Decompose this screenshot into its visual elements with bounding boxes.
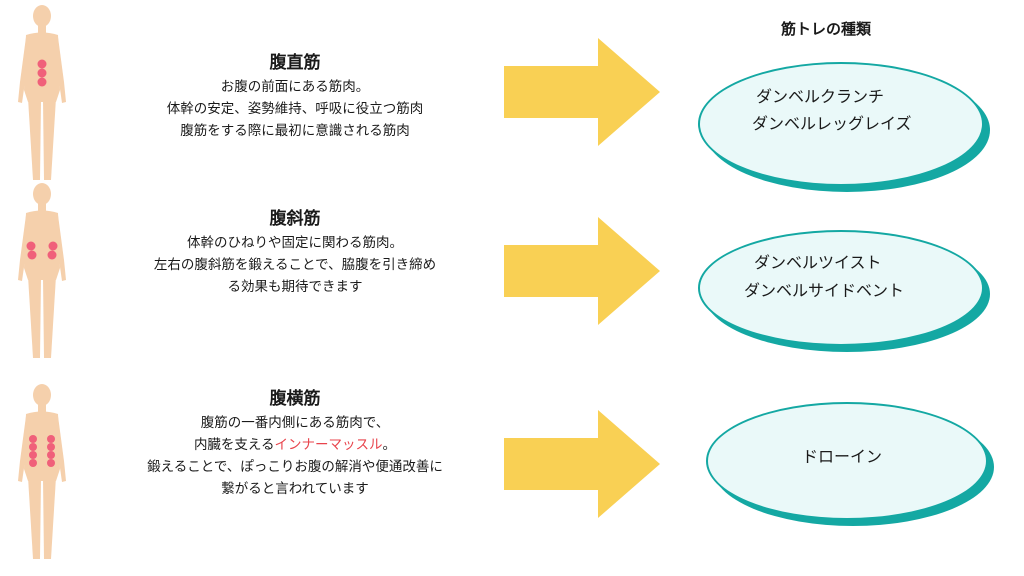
muscle-description-rectus: 腹直筋 お腹の前面にある筋肉。 体幹の安定、姿勢維持、呼吸に役立つ筋肉 腹筋をす… [115, 52, 475, 142]
exercise-label: ダンベルレッグレイズ [752, 114, 912, 133]
muscle-highlight-transversus [29, 435, 55, 467]
muscle-title: 腹横筋 [269, 389, 321, 409]
muscle-highlight-rectus [37, 59, 47, 87]
description-line-inner-muscle: 内臓を支えるインナーマッスル。 [193, 437, 397, 453]
arrow-right-icon [504, 38, 660, 146]
exercise-label: ダンベルサイドベント [744, 281, 905, 300]
description-line: 鍛えることで、ぽっこりお腹の解消や便通改善に [147, 459, 443, 475]
muscle-title: 腹直筋 [269, 53, 321, 73]
muscle-description-transversus: 腹横筋 腹筋の一番内側にある筋肉で、 内臓を支えるインナーマッスル。 鍛えること… [98, 388, 492, 500]
description-line: 繋がると言われています [221, 481, 369, 497]
exercise-label: ダンベルツイスト [754, 253, 882, 272]
description-line: る効果も期待できます [227, 279, 363, 295]
exercise-oval-rectus: ダンベルクランチ ダンベルレッグレイズ [698, 62, 990, 192]
arrow-right-icon [504, 410, 660, 518]
muscle-title: 腹斜筋 [269, 209, 321, 229]
description-line: 腹筋の一番内側にある筋肉で、 [200, 415, 390, 431]
arrow-right-icon [504, 217, 660, 325]
inner-muscle-highlight: インナーマッスル [274, 437, 383, 453]
muscle-description-obliques: 腹斜筋 体幹のひねりや固定に関わる筋肉。 左右の腹斜筋を鍛えることで、脇腹を引き… [105, 208, 485, 298]
body-figure-obliques [18, 183, 66, 358]
exercise-label: ダンベルクランチ [756, 87, 885, 106]
description-line: 体幹の安定、姿勢維持、呼吸に役立つ筋肉 [166, 101, 424, 117]
body-figure-transversus-abdominis [18, 384, 66, 559]
description-line: 腹筋をする際に最初に意識される筋肉 [180, 123, 410, 139]
description-line: お腹の前面にある筋肉。 [220, 79, 370, 95]
description-line: 体幹のひねりや固定に関わる筋肉。 [187, 235, 403, 251]
exercise-oval-transversus: ドローイン [706, 402, 994, 526]
exercise-oval-obliques: ダンベルツイスト ダンベルサイドベント [698, 230, 990, 352]
muscle-highlight-obliques [26, 241, 58, 260]
exercise-type-header: 筋トレの種類 [781, 20, 872, 38]
description-line: 左右の腹斜筋を鍛えることで、脇腹を引き締め [153, 257, 437, 273]
exercise-label: ドローイン [802, 447, 883, 466]
body-figure-rectus-abdominis [18, 5, 66, 180]
